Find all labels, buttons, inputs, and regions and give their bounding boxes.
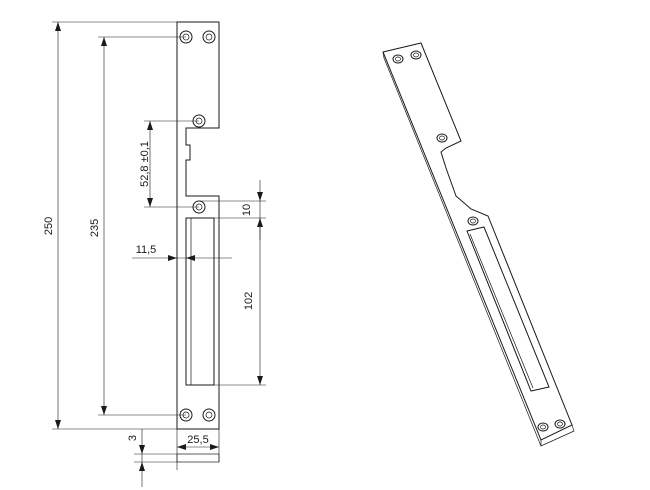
dim-label-52-8: 52,8 ±0,1 [139,141,151,187]
dimension-hole-to-slot: 10 [199,180,266,240]
strike-slot [185,217,215,386]
dimension-thickness: 3 [127,429,178,487]
hole-top-right [202,30,216,44]
plate-outline [176,21,220,430]
iso-hole-top-left [392,54,404,64]
dimension-notch-spacing: 52,8 ±0,1 [139,120,199,208]
iso-plate-edge [382,51,575,447]
dim-label-3: 3 [127,435,139,441]
isometric-view [382,42,575,447]
dim-label-11-5: 11,5 [136,244,157,256]
dimension-slot-offset: 11,5 [132,244,232,261]
iso-hole-bottom-right [554,419,566,429]
dim-label-10: 10 [241,204,253,216]
dimension-hole-spacing: 235 [89,36,186,416]
front-view [176,21,220,430]
dim-label-250: 250 [43,217,55,235]
iso-hole-upper-middle [436,133,448,143]
iso-strike-slot [466,226,550,392]
dim-label-25-5: 25,5 [187,434,208,446]
dim-label-235: 235 [89,219,101,237]
iso-hole-top-right [410,50,422,60]
iso-plate-outline [382,42,573,441]
dimension-overall-length: 250 [43,21,177,430]
iso-hole-bottom-left [537,422,549,432]
hole-bottom-right [202,408,216,422]
dimension-width: 25,5 [176,429,220,463]
dimension-slot-length: 102 [214,218,266,386]
dim-label-102: 102 [243,292,255,310]
iso-hole-lower-middle [467,216,479,226]
